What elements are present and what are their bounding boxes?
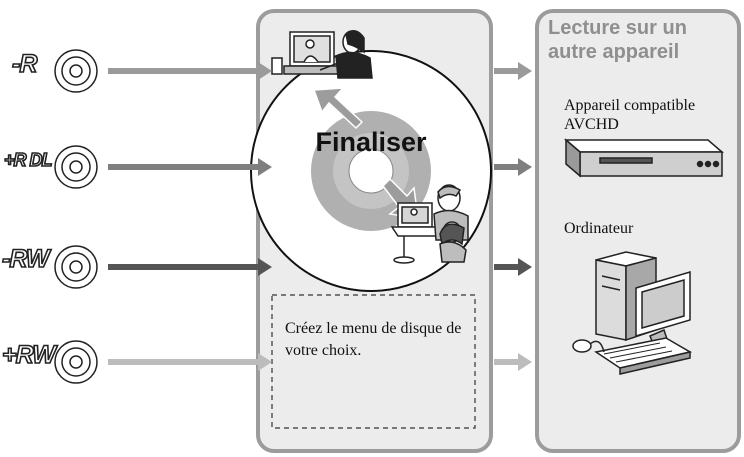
arrow-right-2 xyxy=(494,158,532,176)
cd-icon xyxy=(54,245,98,289)
arrows-layer xyxy=(108,62,532,371)
big-disc xyxy=(250,50,492,292)
disc-label-plus-rw: +RW xyxy=(1,340,56,370)
cd-icon xyxy=(54,145,98,189)
disc-label-plus-r-dl: +R DL xyxy=(3,149,53,171)
finaliser-label: Finaliser xyxy=(315,127,427,157)
arrow-left-3 xyxy=(108,258,272,276)
arrow-left-4 xyxy=(108,353,272,371)
menu-description: Créez le menu de disque de votre choix. xyxy=(285,320,462,359)
menu-box xyxy=(271,294,476,429)
cd-icon xyxy=(54,49,98,93)
arrow-left-2 xyxy=(108,158,272,176)
disc-label-minus-rw: -RW xyxy=(1,244,50,274)
tv-viewer-illustration xyxy=(271,30,373,79)
device-label-avchd: Appareil compatible AVCHD xyxy=(564,97,696,133)
double-arrow-top xyxy=(312,87,364,130)
disc-label-minus-r: -R xyxy=(11,49,38,79)
cd-icon xyxy=(54,340,98,384)
arrow-right-3 xyxy=(494,258,532,276)
panel-title: Lecture sur un autre appareil xyxy=(548,17,687,63)
arrow-right-1 xyxy=(494,62,532,80)
laptop-family-illustration xyxy=(390,184,469,264)
desktop-computer-icon xyxy=(572,251,693,375)
device-label-computer: Ordinateur xyxy=(564,220,634,237)
bluray-player-icon xyxy=(563,138,725,178)
arrow-right-4 xyxy=(494,353,532,371)
arrow-left-1 xyxy=(108,62,272,80)
